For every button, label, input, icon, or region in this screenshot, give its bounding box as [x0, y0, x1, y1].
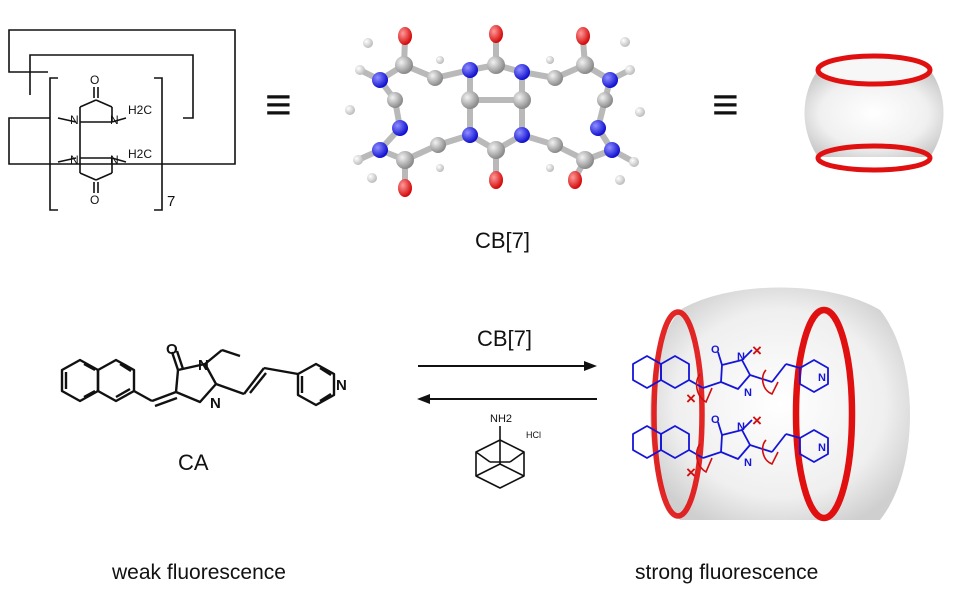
- atom-n-4: N: [110, 153, 119, 167]
- cb7-line-atom-labels: O O N N N N H2C H2C 7: [70, 73, 175, 210]
- equivalence-sign-1: ≡: [265, 78, 292, 130]
- ca-nitrogen-2: N: [210, 395, 221, 412]
- model-oxygen-atoms: [398, 25, 590, 197]
- cb7-barrel-cartoon: [804, 53, 944, 173]
- complex-top-oxygen: O: [711, 344, 720, 356]
- cb7-ball-and-stick-model: [345, 25, 645, 197]
- cb7-line-structure: [8, 29, 236, 211]
- inner-bracket-loop: [29, 54, 194, 119]
- complex-top-pyridine-n: N: [818, 372, 826, 384]
- ca-structure: [60, 348, 336, 408]
- atom-n-2: N: [110, 113, 119, 127]
- atom-n-3: N: [70, 153, 79, 167]
- repeat-bracket-right: [154, 77, 163, 211]
- atom-n-1: N: [70, 113, 79, 127]
- amantadine-structure: [475, 426, 525, 489]
- ca-atom-labels: O N N N: [166, 341, 347, 412]
- blocked-marks: × × × ×: [686, 341, 762, 482]
- complex-guest-top: [632, 349, 829, 393]
- blocked-mark-1: ×: [752, 341, 762, 360]
- ca-oxygen: O: [166, 341, 178, 358]
- ca-label: CA: [178, 450, 209, 475]
- forward-reagent-label: CB[7]: [477, 326, 532, 351]
- amine-label: NH2: [490, 413, 512, 425]
- blocked-mark-2: ×: [686, 389, 696, 408]
- complex-guest-bottom: [632, 419, 829, 463]
- complex-top-nitrogen-1: N: [737, 351, 745, 363]
- complex-bottom-oxygen: O: [711, 414, 720, 426]
- model-nitrogen-atoms: [372, 62, 620, 158]
- rotation-marks: [695, 369, 779, 474]
- methylene-bottom: H2C: [128, 147, 152, 161]
- complex-bottom-pyridine-n: N: [818, 442, 826, 454]
- ca-nitrogen-1: N: [198, 357, 209, 374]
- cb7-label: CB[7]: [475, 228, 530, 253]
- hcl-label: HCl: [526, 430, 541, 440]
- blocked-mark-3: ×: [752, 411, 762, 430]
- reverse-arrowhead: [417, 394, 430, 404]
- outer-bracket-loop: [8, 29, 236, 165]
- model-carbon-atoms: [387, 56, 613, 169]
- complex-bottom-nitrogen-1: N: [737, 421, 745, 433]
- left-portal-ring: [651, 309, 705, 519]
- weak-fluorescence-caption: weak fluorescence: [112, 561, 286, 584]
- equilibrium-arrows: [417, 361, 597, 404]
- complex-barrel: [650, 287, 910, 522]
- complex-top-nitrogen-2: N: [744, 387, 752, 399]
- blocked-mark-4: ×: [686, 463, 696, 482]
- atom-o-bottom: O: [90, 193, 99, 207]
- forward-arrowhead: [584, 361, 597, 371]
- strong-fluorescence-caption: strong fluorescence: [635, 561, 819, 584]
- equivalence-sign-2: ≡: [712, 78, 739, 130]
- complex-bottom-nitrogen-2: N: [744, 457, 752, 469]
- methylene-top: H2C: [128, 103, 152, 117]
- ca-pyridine-nitrogen: N: [336, 377, 347, 394]
- model-hydrogen-atoms: [345, 37, 645, 185]
- right-portal-ring: [792, 306, 856, 522]
- repeat-bracket-left: [49, 77, 58, 211]
- atom-o-top: O: [90, 73, 99, 87]
- complex-atom-labels: O N N N O N N N: [711, 344, 826, 469]
- repeat-subscript: 7: [167, 193, 175, 210]
